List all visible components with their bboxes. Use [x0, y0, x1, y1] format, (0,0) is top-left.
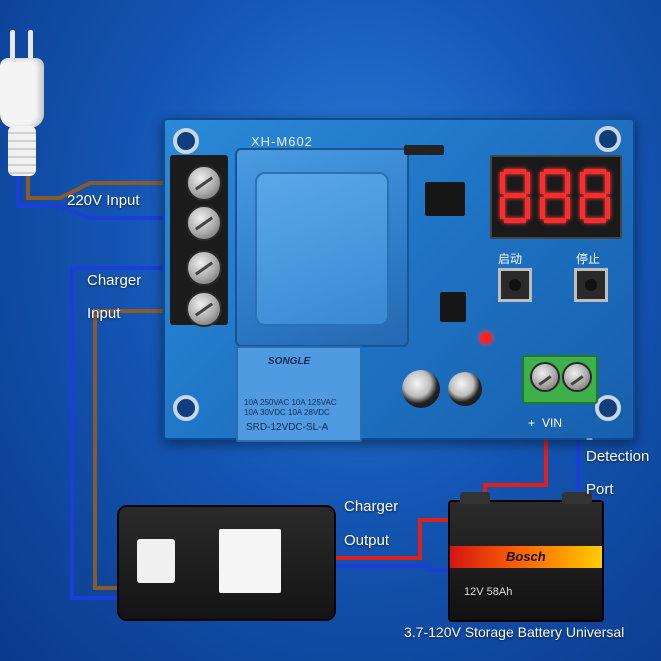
relay-model: SRD-12VDC-SL-A	[246, 422, 329, 433]
relay-rating-line2: 10A 30VDC 10A 28VDC	[244, 408, 330, 417]
mount-hole	[595, 395, 621, 421]
header-pins	[404, 145, 444, 155]
battery-charger	[117, 505, 336, 621]
display-digit	[580, 169, 610, 223]
mount-hole	[173, 128, 199, 154]
storage-battery: Bosch 12V 58Ah	[448, 492, 604, 622]
relay-brand: SONGLE	[268, 356, 311, 367]
battery-brand: Bosch	[506, 549, 546, 564]
mount-hole	[595, 126, 621, 152]
charger-input-blue-wire	[70, 266, 190, 600]
start-button[interactable]	[498, 268, 532, 302]
terminal-screw[interactable]	[186, 250, 222, 286]
vin-plus-label: +	[528, 416, 536, 430]
display-digit	[540, 169, 570, 223]
charger-input-brown-wire	[93, 309, 190, 590]
capacitor	[448, 372, 482, 406]
charger-input-label-line1: Charger	[87, 272, 142, 289]
output-terminal-block	[522, 355, 598, 404]
capacitor	[402, 370, 440, 408]
charger-label-sticker	[219, 529, 281, 593]
terminal-screw[interactable]	[186, 165, 222, 201]
terminal-screw[interactable]	[562, 362, 592, 392]
relay: SONGLE 10A 250VAC 10A 125VAC 10A 30VDC 1…	[236, 346, 362, 442]
transformer	[235, 148, 409, 347]
charger-output-label-line2: Output	[344, 532, 390, 549]
stop-button-label: 停止	[576, 252, 601, 266]
detection-port-label-line2: Port	[586, 481, 614, 498]
input-terminal-block	[170, 155, 228, 327]
ic-chip	[425, 182, 465, 216]
vin-minus-label: −	[586, 432, 594, 446]
power-plug-icon	[0, 30, 50, 180]
regulator-chip	[440, 292, 466, 322]
ac-brown-wire	[26, 170, 190, 200]
ac-blue-wire	[16, 170, 190, 220]
stop-button[interactable]	[574, 268, 608, 302]
mount-hole	[173, 395, 199, 421]
led-display	[490, 155, 622, 239]
ac-input-label: 220V Input	[67, 192, 140, 209]
terminal-screw[interactable]	[186, 291, 222, 327]
terminal-screw[interactable]	[530, 362, 560, 392]
charger-output-label-line1: Charger	[344, 498, 399, 515]
battery-brand-stripe	[450, 546, 602, 568]
display-digit	[500, 169, 530, 223]
detection-port-label-line1: Detection	[586, 448, 650, 465]
board-model-label: XH-M602	[251, 134, 313, 149]
charger-input-label-line2: Input	[87, 305, 121, 322]
vin-label: VIN	[542, 416, 563, 430]
start-button-label: 启动	[498, 252, 523, 266]
battery-caption: 3.7-120V Storage Battery Universal	[404, 624, 625, 640]
terminal-screw[interactable]	[186, 205, 222, 241]
relay-rating-line1: 10A 250VAC 10A 125VAC	[244, 398, 337, 407]
battery-spec: 12V 58Ah	[464, 586, 513, 598]
status-led	[480, 332, 492, 344]
charger-indicator-panel	[137, 539, 175, 583]
